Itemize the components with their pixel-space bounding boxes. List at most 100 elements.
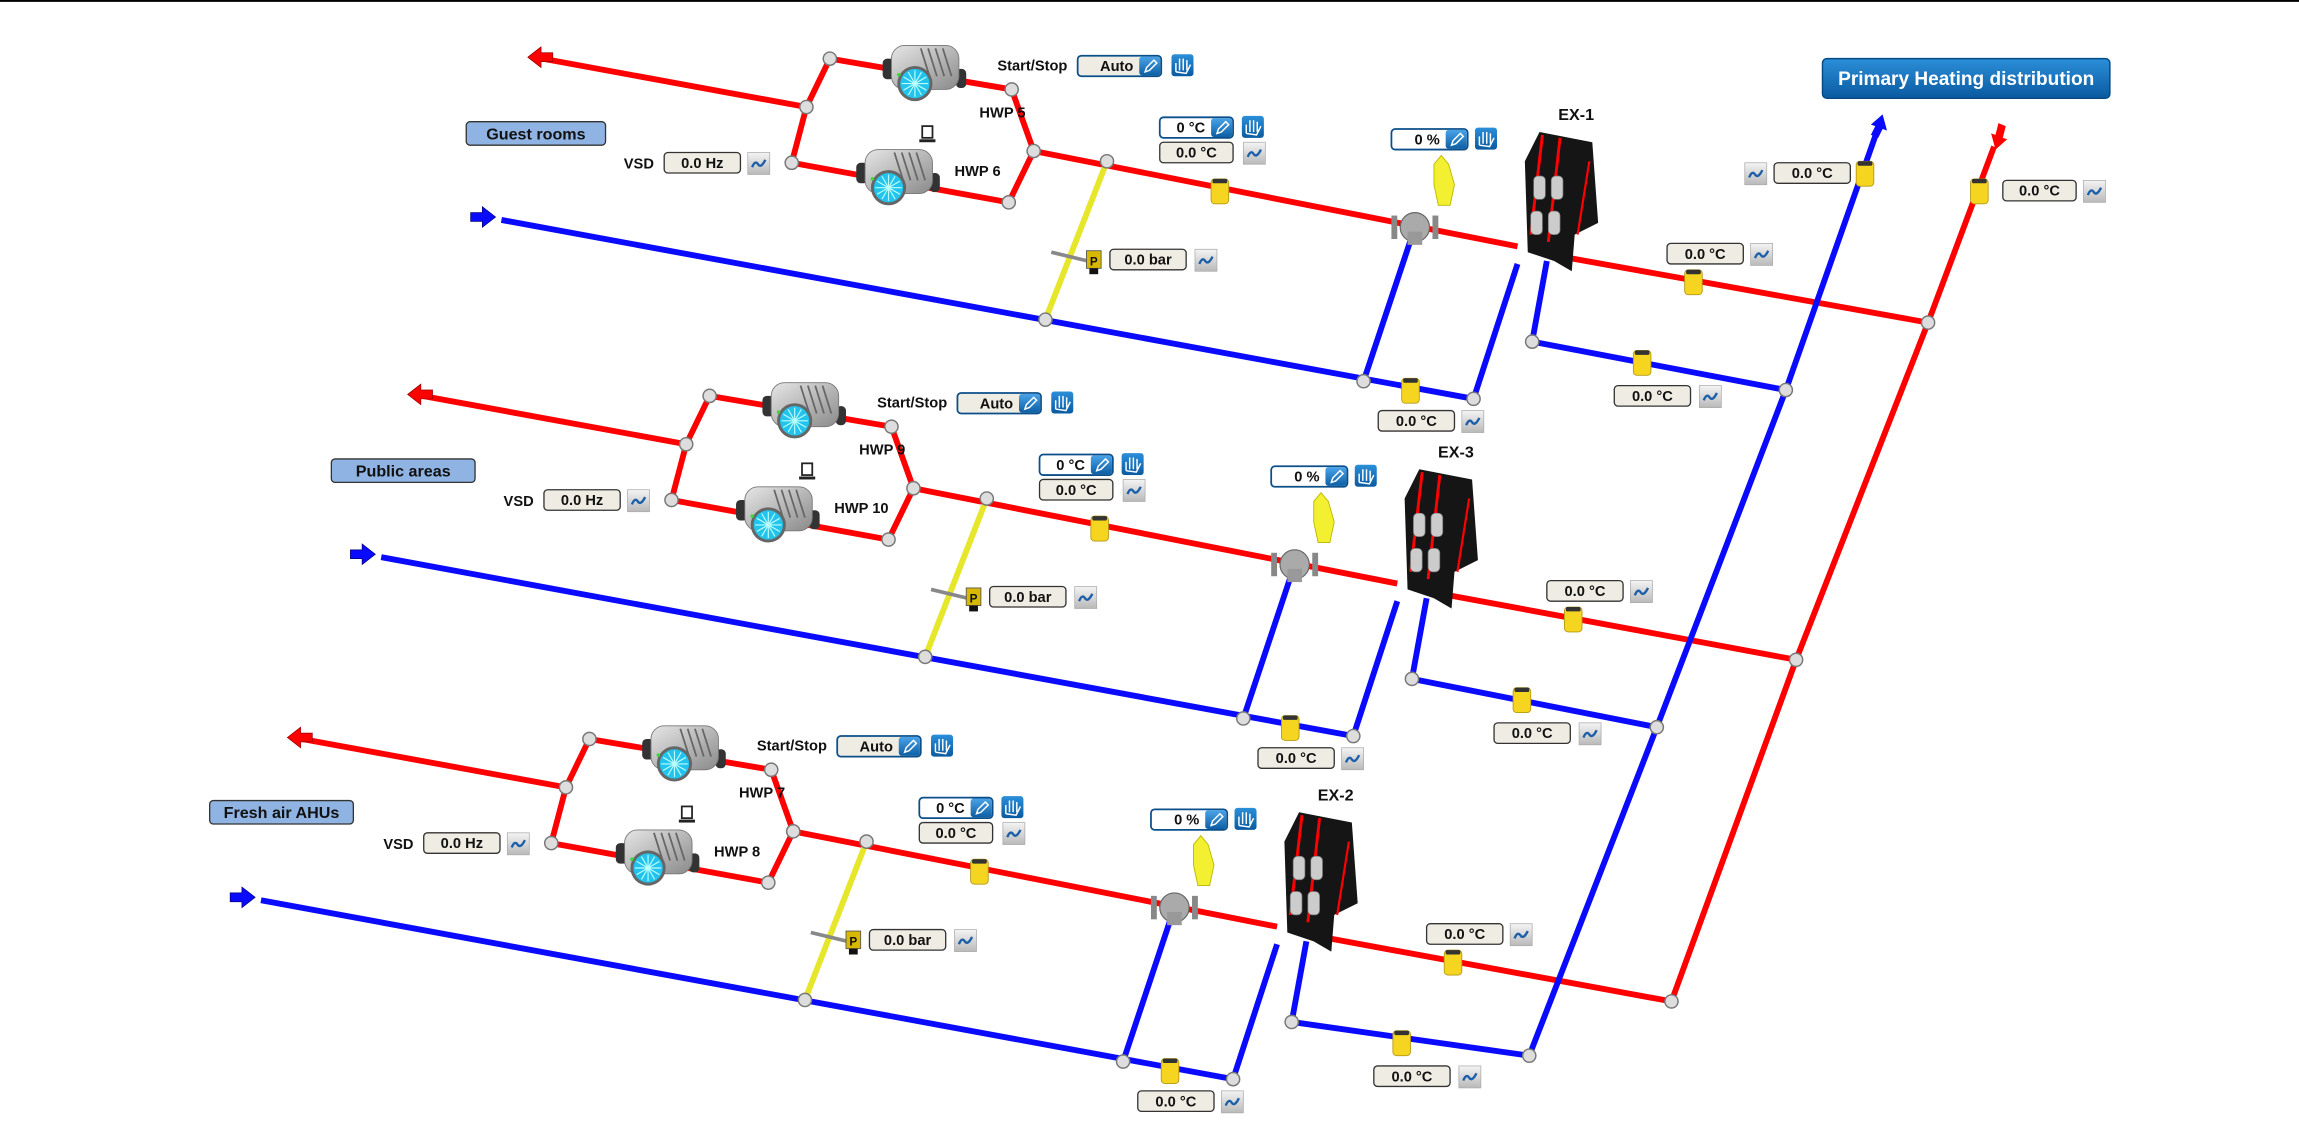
pipe-fitting (702, 388, 717, 404)
supply-setpoint-input[interactable]: 0 °C (1158, 116, 1234, 139)
heat-exchanger[interactable] (1404, 469, 1478, 609)
trend-chart-icon[interactable] (954, 929, 977, 952)
control-valve-icon[interactable] (1150, 835, 1215, 926)
trend-chart-icon[interactable] (1242, 141, 1266, 165)
trend-chart-icon[interactable] (1630, 580, 1653, 603)
trend-chart-icon[interactable] (1698, 385, 1722, 408)
valve-position-input[interactable]: 0 % (1390, 128, 1469, 151)
return-pipe (541, 55, 807, 110)
pressure-sensor-icon: P (1050, 250, 1102, 275)
valve-position-input[interactable]: 0 % (1150, 808, 1229, 831)
trend-chart-icon[interactable] (1074, 586, 1098, 609)
pump-a[interactable] (642, 725, 726, 782)
supply-temp-field: 0.0 °C (1159, 141, 1234, 164)
secondary-return-pipe (1409, 597, 1658, 731)
secondary-supply-temp-field-value: 0.0 °C (1444, 927, 1485, 943)
edit-pencil-icon[interactable] (1139, 56, 1161, 76)
pump-a[interactable] (882, 45, 967, 102)
start-stop-mode-select-value: Auto (860, 739, 893, 755)
start-stop-mode-select[interactable]: Auto (836, 735, 922, 758)
trend-chart-icon[interactable] (1750, 243, 1774, 266)
secondary-supply-temp-field: 0.0 °C (1666, 242, 1744, 265)
secondary-return-temp-field: 0.0 °C (1613, 384, 1692, 407)
control-valve-icon[interactable] (1271, 491, 1335, 583)
svg-text:P: P (849, 936, 857, 949)
vsd-frequency-field: 0.0 Hz (423, 832, 501, 855)
trend-chart-icon[interactable] (506, 832, 530, 856)
heat-exchanger[interactable] (1524, 131, 1599, 272)
start-stop-mode-select[interactable]: Auto (1076, 54, 1163, 78)
manual-override-hand-icon[interactable] (1354, 464, 1377, 487)
return-arrow-icon (407, 383, 433, 406)
supply-temp-field: 0.0 °C (918, 821, 994, 844)
trend-chart-icon[interactable] (1461, 410, 1485, 433)
trend-chart-icon[interactable] (1509, 923, 1533, 947)
trend-chart-icon[interactable] (2083, 179, 2106, 203)
trend-chart-icon[interactable] (1002, 822, 1026, 845)
trend-chart-icon[interactable] (1122, 479, 1146, 502)
manual-override-hand-icon[interactable] (1001, 796, 1024, 819)
edit-pencil-icon[interactable] (1445, 129, 1467, 149)
vsd-label: VSD (504, 494, 534, 510)
manual-override-hand-icon[interactable] (1171, 54, 1194, 77)
primary-supply-riser (1526, 130, 1880, 1057)
supply-setpoint-input[interactable]: 0 °C (918, 796, 994, 820)
supply-setpoint-input-value: 0 °C (1056, 458, 1085, 474)
return-pipe (421, 393, 687, 448)
exchanger-label: EX-1 (1558, 106, 1594, 124)
secondary-supply-pipe (1560, 253, 1929, 326)
pump-a-label: HWP 9 (859, 443, 905, 459)
section-label-fresh-air-ahus[interactable]: Fresh air AHUs (209, 799, 355, 825)
edit-pencil-icon[interactable] (970, 798, 992, 818)
primary-heating-distribution-button[interactable]: Primary Heating distribution (1821, 57, 2111, 99)
return-temp-field-value: 0.0 °C (1396, 414, 1437, 430)
manual-override-hand-icon[interactable] (931, 734, 954, 757)
trend-chart-icon[interactable] (1578, 722, 1602, 746)
manual-override-hand-icon[interactable] (1121, 453, 1144, 476)
trend-chart-icon[interactable] (627, 489, 650, 513)
manual-override-hand-icon[interactable] (1241, 115, 1264, 138)
pump-a[interactable] (762, 382, 846, 439)
section-label-guest-rooms[interactable]: Guest rooms (465, 121, 607, 146)
riser-supply-arrow-icon (1870, 114, 1887, 138)
control-valve-icon[interactable] (1391, 154, 1455, 245)
trend-chart-icon[interactable] (1341, 747, 1364, 771)
edit-pencil-icon[interactable] (898, 736, 920, 756)
return-temp-field-value: 0.0 °C (1276, 751, 1317, 767)
edit-pencil-icon[interactable] (1019, 393, 1041, 413)
pipe-fitting (1466, 391, 1481, 407)
pipe-fitting (1225, 1071, 1241, 1087)
manual-override-hand-icon[interactable] (1234, 807, 1257, 830)
pump-b[interactable] (736, 486, 820, 543)
trend-chart-icon[interactable] (747, 152, 771, 175)
pump-a-label: HWP 7 (739, 786, 785, 802)
riser-return-temp-field-value: 0.0 °C (2019, 184, 2060, 200)
edit-pencil-icon[interactable] (1325, 467, 1347, 486)
trend-chart-icon[interactable] (1220, 1090, 1244, 1114)
pump-b[interactable] (856, 149, 940, 206)
trend-chart-icon[interactable] (1458, 1065, 1482, 1089)
edit-pencil-icon[interactable] (1090, 455, 1112, 475)
manual-override-hand-icon[interactable] (1051, 391, 1074, 414)
exchanger-label: EX-3 (1438, 443, 1474, 461)
trend-chart-icon[interactable] (1194, 248, 1218, 272)
pump-b[interactable] (615, 829, 700, 886)
pipe-fitting (1664, 994, 1679, 1009)
primary-return-riser (1668, 145, 1997, 1003)
edit-pencil-icon[interactable] (1205, 810, 1227, 830)
trend-chart-icon[interactable] (1744, 162, 1768, 186)
section-label-public-areas[interactable]: Public areas (330, 458, 476, 484)
return-temp-field-value: 0.0 °C (1155, 1094, 1196, 1110)
secondary-supply-temp-field-value: 0.0 °C (1565, 584, 1606, 600)
manual-override-hand-icon[interactable] (1474, 127, 1497, 150)
secondary-return-temp-field-value: 0.0 °C (1512, 726, 1553, 742)
heat-exchanger[interactable] (1284, 812, 1358, 952)
edit-pencil-icon[interactable] (1211, 118, 1233, 137)
valve-position-input[interactable]: 0 % (1270, 465, 1349, 488)
pipe-fitting (1778, 382, 1794, 398)
supply-setpoint-input[interactable]: 0 °C (1038, 453, 1114, 476)
bypass-pipe (1240, 563, 1298, 720)
temperature-sensor-icon (1855, 160, 1875, 187)
exchanger-label: EX-2 (1318, 787, 1354, 805)
start-stop-mode-select[interactable]: Auto (956, 392, 1042, 415)
